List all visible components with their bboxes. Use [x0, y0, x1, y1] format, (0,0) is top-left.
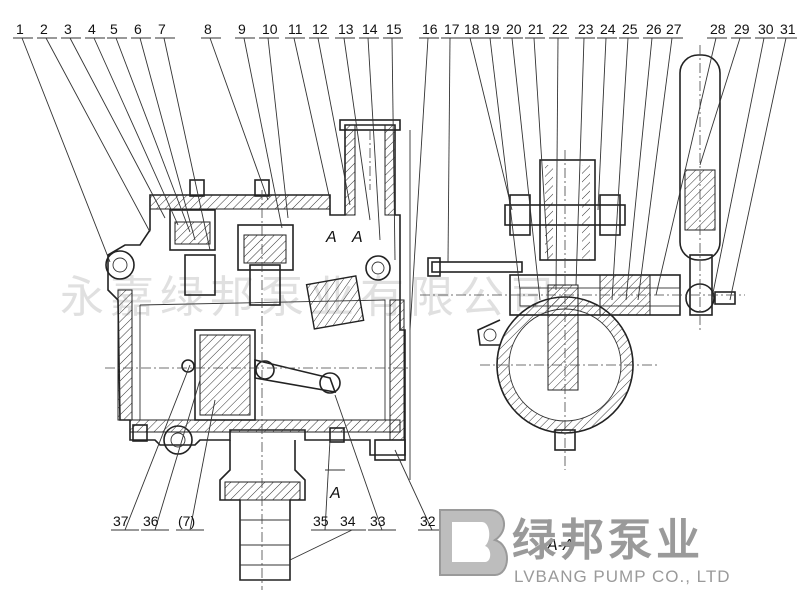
callout-leader-6: [139, 37, 196, 241]
callout-leader-26: [625, 37, 653, 301]
callout-label-24: 24: [600, 21, 616, 37]
callout-label-33: 33: [370, 513, 386, 529]
callout-leader-2: [45, 37, 151, 233]
callout-label-16: 16: [422, 21, 438, 37]
callout-leader-1: [21, 37, 111, 263]
callouts-bottom: 37 36 (7) 35 34 33 32: [111, 364, 446, 561]
callout-leader-35: [324, 439, 331, 531]
callout-label-32: 32: [420, 513, 436, 529]
callout-leader-8: [209, 37, 269, 201]
section-view-label: A-A: [546, 537, 574, 554]
company-watermark: 永嘉绿邦泵业有限公司: [60, 273, 560, 322]
callout-label-22: 22: [552, 21, 568, 37]
callout-label-8: 8: [204, 21, 212, 37]
callout-leader-12: [317, 37, 351, 206]
callout-leader-24: [597, 37, 607, 211]
callout-leader-37: [124, 364, 191, 531]
right-section-view: [420, 45, 745, 470]
section-mark-a-bottom: A: [329, 485, 341, 502]
callout-leader-33: [334, 394, 383, 531]
logo-icon: [439, 509, 508, 576]
callout-label-21: 21: [528, 21, 544, 37]
callout-leader-14: [367, 37, 381, 241]
callout-label-27: 27: [666, 21, 682, 37]
callout-leader-36: [154, 379, 201, 531]
callout-label-31: 31: [780, 21, 796, 37]
callout-leader-15: [391, 37, 396, 261]
callout-leader-27: [637, 37, 673, 301]
callout-leader-16: [409, 37, 429, 331]
callout-label-36: 36: [143, 513, 159, 529]
callout-label-4: 4: [88, 21, 96, 37]
company-logo: 绿邦泵业 LVBANG PUMP CO., LTD: [439, 509, 731, 586]
callout-label-6: 6: [134, 21, 142, 37]
callout-leader-30: [711, 37, 765, 299]
callout-leader-25: [611, 37, 629, 301]
callout-label-34: 34: [340, 513, 356, 529]
callout-leader-17: [447, 37, 451, 263]
callout-leader-11: [293, 37, 331, 201]
callout-label-28: 28: [710, 21, 726, 37]
callout-label-25: 25: [622, 21, 638, 37]
callout-leader-21: [533, 37, 549, 261]
callout-label-23: 23: [578, 21, 594, 37]
callout-label-30: 30: [758, 21, 774, 37]
callout-leader-28: [655, 37, 717, 296]
section-mark-a-right: A: [351, 229, 363, 246]
callout-label-17: 17: [444, 21, 460, 37]
callout-leader-18: [469, 37, 513, 211]
callout-leader-31: [729, 37, 787, 301]
callout-leader-(7): [189, 399, 216, 531]
callout-label-2: 2: [40, 21, 48, 37]
callout-label-37: 37: [113, 513, 129, 529]
callout-leader-7: [163, 37, 211, 251]
callout-leader-23: [575, 37, 585, 286]
callout-label-14: 14: [362, 21, 378, 37]
callout-leader-10: [267, 37, 289, 219]
callout-label-7: 7: [158, 21, 166, 37]
callout-label-1: 1: [16, 21, 24, 37]
callout-label-13: 13: [338, 21, 354, 37]
callout-label-11: 11: [288, 21, 303, 37]
callout-label-19: 19: [484, 21, 500, 37]
callout-leader-3: [69, 37, 166, 219]
callout-label-5: 5: [110, 21, 118, 37]
callout-label-35: 35: [313, 513, 329, 529]
callout-label-29: 29: [734, 21, 750, 37]
callout-label-9: 9: [238, 21, 246, 37]
callout-label-20: 20: [506, 21, 522, 37]
logo-chinese-name: 绿邦泵业: [512, 515, 704, 566]
callout-leader-29: [699, 37, 741, 166]
callout-label-26: 26: [646, 21, 662, 37]
callout-label-10: 10: [262, 21, 278, 37]
callout-leader-5: [115, 37, 191, 233]
callout-leader-34: [289, 529, 353, 561]
callout-label-12: 12: [312, 21, 328, 37]
callout-leader-32: [394, 449, 433, 531]
callout-label-18: 18: [464, 21, 480, 37]
callout-label-3: 3: [64, 21, 72, 37]
callout-leader-22: [555, 37, 559, 291]
section-mark-a-left: A: [325, 229, 337, 246]
callout-leader-13: [343, 37, 371, 221]
left-section-view: [105, 119, 411, 590]
callout-leader-9: [243, 37, 283, 229]
callout-leader-19: [489, 37, 521, 291]
callout-leader-20: [511, 37, 541, 301]
logo-english-name: LVBANG PUMP CO., LTD: [514, 567, 731, 586]
callout-label-(7): (7): [178, 513, 195, 529]
callout-leader-4: [93, 37, 179, 226]
callout-label-15: 15: [386, 21, 402, 37]
